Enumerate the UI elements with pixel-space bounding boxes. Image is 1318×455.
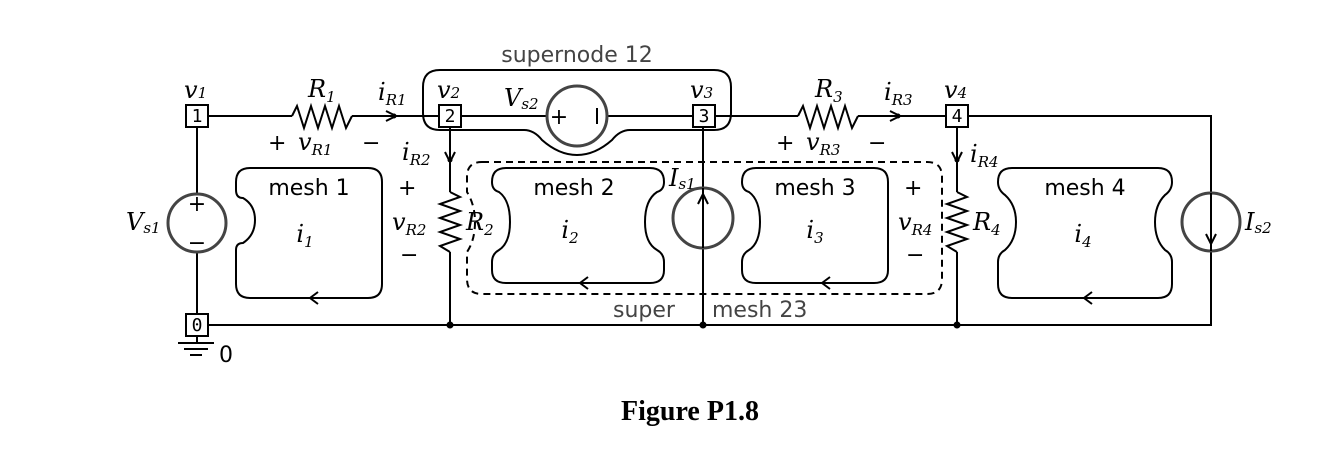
- resistor-r4: R4 + vR4 − iR4: [898, 140, 1001, 268]
- node-number: 4: [952, 106, 963, 127]
- node-1: 1 v1: [184, 76, 209, 128]
- node-number: 0: [192, 315, 203, 336]
- current-arrow-dot: [895, 113, 901, 119]
- mesh-label: mesh 4: [1044, 176, 1125, 201]
- source-name: Vs1: [126, 208, 161, 237]
- wire-n4-is2: [968, 115, 1212, 193]
- voltage-source-vs2: + Vs2: [504, 84, 609, 148]
- node-box: [945, 104, 969, 128]
- resistor-voltage: vR4: [898, 208, 932, 239]
- mesh-4: mesh 4 i4: [996, 167, 1174, 305]
- junction-dot: [953, 321, 961, 329]
- source-name: Is1: [668, 164, 696, 193]
- polarity-plus: +: [904, 176, 922, 201]
- current-arrow-dot: [447, 157, 453, 163]
- junction-dot: [446, 321, 454, 329]
- voltage-source-icon: [166, 192, 228, 254]
- polarity-minus: −: [400, 243, 418, 268]
- resistor-r3: R3 + vR3 − iR3: [776, 75, 913, 159]
- polarity-plus: +: [188, 192, 206, 217]
- mesh-loop: [996, 167, 1174, 299]
- polarity-plus: +: [398, 176, 416, 201]
- polarity-minus: −: [188, 231, 206, 256]
- mesh-current: i2: [561, 216, 578, 247]
- resistor-r1: R1 + vR1 − iR1: [268, 75, 407, 159]
- supernode-outline: [422, 69, 732, 157]
- current-arrow-dot: [391, 113, 397, 119]
- resistor-name: R2: [465, 208, 494, 239]
- junction-dot: [699, 321, 707, 329]
- node-voltage: v1: [184, 76, 207, 104]
- resistor-zigzag-icon: [436, 191, 464, 253]
- current-source-is2: Is2: [1180, 191, 1272, 253]
- mesh-label: mesh 2: [533, 176, 614, 201]
- polarity-minus: −: [868, 131, 886, 156]
- source-name: Vs2: [504, 84, 539, 113]
- resistor-zigzag-icon: [797, 102, 859, 132]
- node-3: 3 v3: [690, 76, 716, 128]
- node-4: 4 v4: [944, 76, 969, 128]
- mesh-arrow-icon: [308, 291, 319, 305]
- ground-label: 0: [219, 343, 233, 368]
- polarity-plus: +: [550, 105, 568, 130]
- mesh-label: mesh 1: [268, 176, 349, 201]
- wire-bottom: [208, 251, 1212, 326]
- mesh-arrow-icon: [820, 276, 831, 290]
- mesh-current: i3: [806, 216, 823, 247]
- mesh-label: mesh 3: [774, 176, 855, 201]
- supernode-label: supernode 12: [501, 43, 652, 68]
- node-voltage: v3: [690, 76, 713, 104]
- source-name: Is2: [1244, 208, 1272, 237]
- resistor-name: R1: [307, 75, 336, 106]
- mesh-arrow-icon: [578, 276, 589, 290]
- current-source-is1: Is1: [668, 164, 735, 250]
- node-voltage: v4: [944, 76, 967, 104]
- resistor-voltage: vR2: [392, 208, 426, 239]
- mesh-current: i1: [296, 220, 313, 251]
- polarity-plus: +: [268, 131, 286, 156]
- resistor-zigzag-icon: [291, 102, 353, 132]
- supermesh-outline: [466, 161, 943, 295]
- mesh-loop: [740, 167, 889, 284]
- resistor-name: R4: [972, 208, 1001, 239]
- mesh-loop: [490, 167, 666, 284]
- node-0-ground: 0 0: [178, 313, 233, 368]
- resistor-voltage: vR3: [806, 128, 840, 159]
- arrow-down-icon: [1205, 233, 1217, 247]
- polarity-plus: +: [776, 131, 794, 156]
- supermesh-label-right: mesh 23: [712, 298, 807, 323]
- resistor-zigzag-icon: [943, 191, 971, 253]
- resistor-name: R3: [814, 75, 843, 106]
- node-box: [185, 104, 209, 128]
- current-arrow-dot: [954, 157, 960, 163]
- figure-caption: Figure P1.8: [621, 396, 759, 427]
- mesh-2: mesh 2 i2: [490, 167, 666, 290]
- supermesh-label-left: super: [613, 298, 676, 323]
- voltage-source-icon: [545, 84, 609, 148]
- node-number: 2: [445, 106, 456, 127]
- mesh-current: i4: [1074, 220, 1091, 251]
- resistor-voltage: vR1: [298, 128, 332, 159]
- node-2: 2 v2: [437, 76, 462, 128]
- resistor-current: iR2: [402, 138, 431, 169]
- mesh-loop: [235, 167, 383, 299]
- mesh-arrow-icon: [1082, 291, 1093, 305]
- polarity-minus: −: [362, 131, 380, 156]
- node-number: 1: [192, 106, 203, 127]
- arrow-up-icon: [697, 191, 709, 205]
- resistor-current: iR3: [884, 78, 913, 109]
- node-voltage: v2: [437, 76, 460, 104]
- node-box: [692, 104, 716, 128]
- node-number: 3: [699, 106, 710, 127]
- resistor-current: iR1: [378, 78, 407, 109]
- node-box: [438, 104, 462, 128]
- voltage-source-vs1: + − Vs1: [126, 192, 228, 256]
- resistor-r2: R2 + vR2 − iR2: [392, 138, 494, 268]
- polarity-minus: −: [906, 243, 924, 268]
- mesh-1: mesh 1 i1: [235, 167, 383, 305]
- resistor-current: iR4: [970, 140, 999, 171]
- mesh-3: mesh 3 i3: [740, 167, 889, 290]
